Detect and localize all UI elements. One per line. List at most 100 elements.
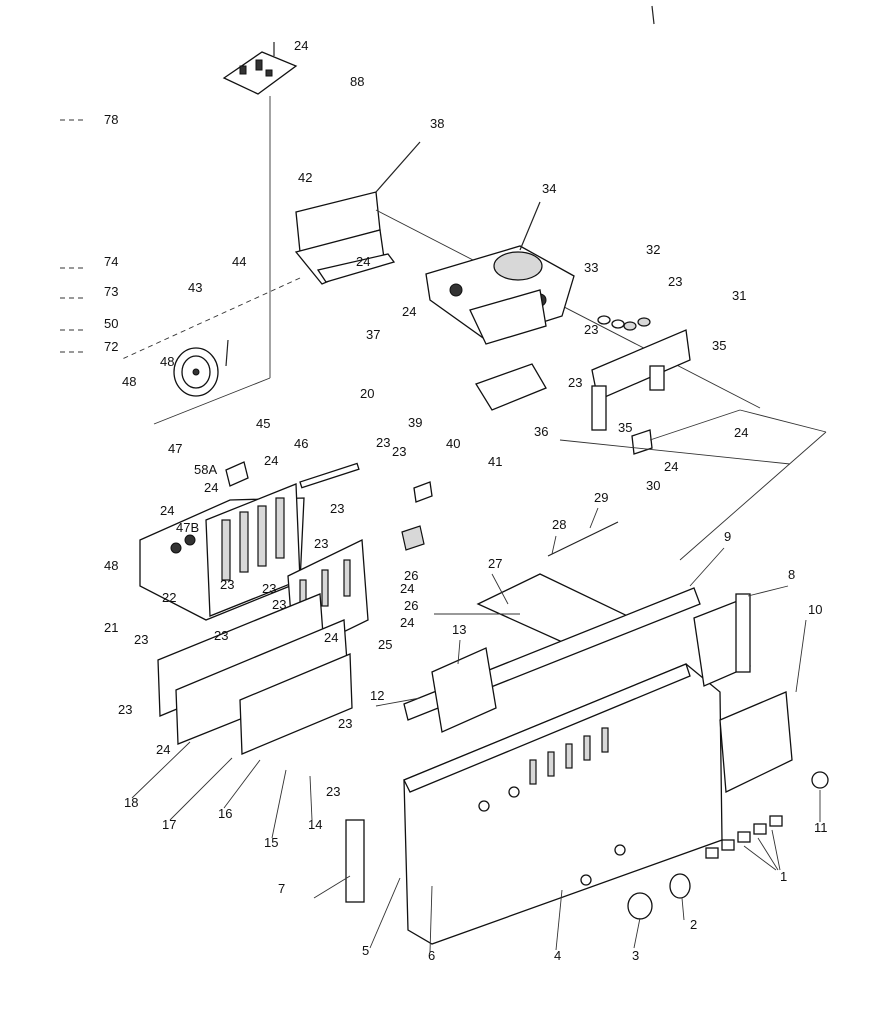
part-label-23f: 23: [330, 501, 344, 516]
part-label-35b: 35: [618, 420, 632, 435]
bracket-31: [591, 329, 691, 431]
part-label-21: 21: [104, 620, 118, 635]
part-label-43: 43: [188, 280, 202, 295]
part-40: [413, 481, 433, 503]
part-label-28: 28: [552, 517, 566, 532]
part-label-38: 38: [430, 116, 444, 131]
part-label-24f: 24: [264, 453, 278, 468]
part-label-14: 14: [308, 817, 322, 832]
part-label-36: 36: [534, 424, 548, 439]
part-label-24: 24: [294, 38, 308, 53]
part-label-6: 6: [428, 948, 435, 963]
part-label-24e: 24: [664, 459, 678, 474]
part-label-26a: 26: [404, 568, 418, 583]
rod-20: [299, 462, 360, 489]
part-label-2: 2: [690, 917, 697, 932]
part-label-23e: 23: [392, 444, 406, 459]
part-label-44: 44: [232, 254, 246, 269]
part-label-73: 73: [104, 284, 118, 299]
cover-plate-36: [475, 363, 547, 411]
part-label-27: 27: [488, 556, 502, 571]
tape-mechanism-34: [425, 201, 575, 345]
part-label-30: 30: [646, 478, 660, 493]
part-label-34: 34: [542, 181, 556, 196]
part-label-10: 10: [808, 602, 822, 617]
part-label-23h: 23: [220, 577, 234, 592]
part-label-22: 22: [162, 590, 176, 605]
part-label-23i: 23: [262, 581, 276, 596]
part-30: [631, 429, 653, 455]
part-41: [401, 525, 425, 551]
part-label-48a: 48: [160, 354, 174, 369]
part-label-46: 46: [294, 436, 308, 451]
part-label-45: 45: [256, 416, 270, 431]
knob-3: [627, 892, 653, 920]
part-label-88: 88: [350, 74, 364, 89]
part-label-8: 8: [788, 567, 795, 582]
part-label-24g: 24: [204, 480, 218, 495]
part-label-11: 11: [814, 820, 828, 835]
push-buttons-1: [705, 815, 783, 871]
part-label-23n: 23: [338, 716, 352, 731]
part-label-29: 29: [594, 490, 608, 505]
part-label-24l: 24: [156, 742, 170, 757]
side-piece-7: [345, 819, 365, 903]
part-label-24d: 24: [734, 425, 748, 440]
part-label-23j: 23: [272, 597, 286, 612]
part-label-24i: 24: [400, 581, 414, 596]
part-label-50: 50: [104, 316, 118, 331]
part-label-35a: 35: [712, 338, 726, 353]
part-label-7: 7: [278, 881, 285, 896]
part-label-25: 25: [378, 637, 392, 652]
part-label-23b: 23: [584, 322, 598, 337]
part-label-48c: 48: [104, 558, 118, 573]
part-label-24c: 24: [402, 304, 416, 319]
part-label-72: 72: [104, 339, 118, 354]
sheet-13: [431, 647, 497, 733]
part-label-23a: 23: [668, 274, 682, 289]
part-label-74: 74: [104, 254, 118, 269]
part-label-23g: 23: [314, 536, 328, 551]
part-label-39: 39: [408, 415, 422, 430]
part-label-23d: 23: [376, 435, 390, 450]
part-label-3: 3: [632, 948, 639, 963]
part-label-4: 4: [554, 948, 561, 963]
part-label-47B: 47B: [176, 520, 199, 535]
pcb-board-18: [157, 593, 353, 755]
part-label-31: 31: [732, 288, 746, 303]
part-label-24h: 24: [160, 503, 174, 518]
front-panel-4: [403, 663, 723, 945]
part-label-18: 18: [124, 795, 138, 810]
part-label-26b: 26: [404, 598, 418, 613]
button-assembly-33: [597, 315, 651, 331]
part-label-33: 33: [584, 260, 598, 275]
part-label-41: 41: [488, 454, 502, 469]
part-label-20: 20: [360, 386, 374, 401]
main-chassis: [139, 461, 305, 621]
part-label-23c: 23: [568, 375, 582, 390]
knob-11: [811, 771, 829, 789]
part-label-24b: 24: [356, 254, 370, 269]
part-label-13: 13: [452, 622, 466, 637]
part-label-12: 12: [370, 688, 384, 703]
part-label-48b: 48: [122, 374, 136, 389]
part-label-78: 78: [104, 112, 118, 127]
part-label-1: 1: [780, 869, 787, 884]
part-label-24j: 24: [400, 615, 414, 630]
part-label-32: 32: [646, 242, 660, 257]
part-label-16: 16: [218, 806, 232, 821]
part-label-23l: 23: [134, 632, 148, 647]
part-label-23k: 23: [214, 628, 228, 643]
part-label-42: 42: [298, 170, 312, 185]
part-label-24k: 24: [324, 630, 338, 645]
pcb-88: [153, 42, 298, 425]
part-label-17: 17: [162, 817, 176, 832]
side-piece-8: [735, 593, 751, 673]
part-label-47: 47: [168, 441, 182, 456]
pulley-43: [173, 339, 229, 397]
part-label-9: 9: [724, 529, 731, 544]
part-label-5: 5: [362, 943, 369, 958]
part-label-23m: 23: [118, 702, 132, 717]
